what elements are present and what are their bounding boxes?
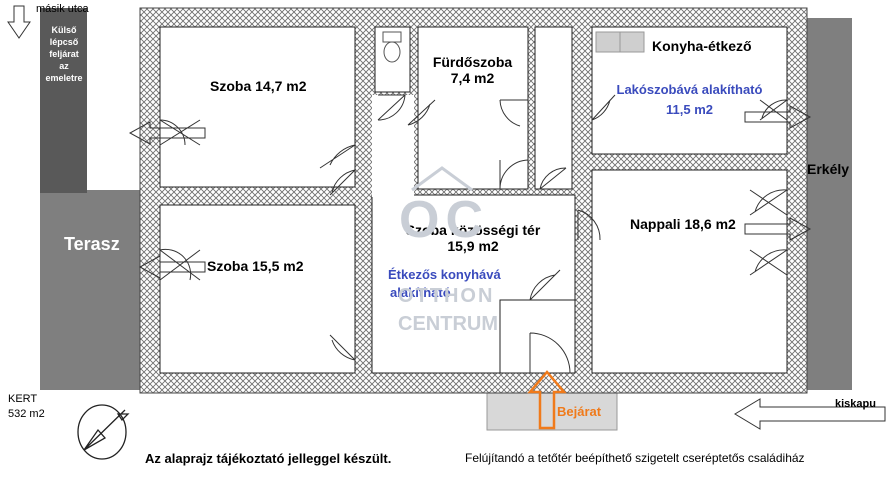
- room-szoba-2: [159, 204, 356, 374]
- watermark-line1: OTTHON: [398, 285, 495, 307]
- watermark-logo-text: OC: [399, 191, 489, 249]
- door-wc: [377, 94, 407, 121]
- window-szoba-2: [159, 248, 201, 281]
- watermark-line2: CENTRUM: [398, 313, 498, 335]
- entrance-label: Bejárat: [557, 404, 602, 419]
- room-label-kozossegi: Szoba közösségi tér 15,9 m2: [405, 222, 541, 254]
- external-stair: [40, 8, 87, 193]
- entrance-arrow-icon: [527, 370, 567, 430]
- door-entrance: [529, 332, 571, 374]
- balcony-area: [807, 18, 852, 390]
- room-kamra: [534, 26, 573, 190]
- room-note-kozossegi: Étkezős konyhává alakítható: [388, 267, 501, 300]
- window-nappali-1: [749, 189, 788, 216]
- door-kozossegi-2: [407, 99, 436, 126]
- gate-arrow-icon: [734, 398, 886, 430]
- door-kozossegi-1: [329, 169, 356, 196]
- door-konyha: [591, 94, 616, 121]
- door-furdo-2: [499, 99, 528, 127]
- room-szelfogo: [499, 299, 576, 374]
- window-szoba-1: [159, 119, 201, 146]
- arrow-window-szoba-1: [128, 121, 206, 145]
- terrace-area: [40, 190, 140, 390]
- room-nappali: [591, 169, 788, 374]
- terrace-label: Terasz: [64, 234, 120, 254]
- watermark-logo-icon: [411, 166, 473, 192]
- window-nappali-2: [749, 249, 788, 276]
- description-text: Felújítandó a tetőtér beépíthető szigete…: [465, 451, 805, 465]
- door-szelfogo: [529, 269, 561, 301]
- room-label-nappali: Nappali 18,6 m2: [630, 216, 736, 232]
- room-szoba-1: [159, 26, 356, 188]
- arrow-window-szoba-2: [138, 255, 206, 279]
- balcony-label: Erkély: [807, 161, 850, 177]
- street-arrow-icon: [7, 5, 31, 39]
- garden-label: KERT 532 m2: [8, 393, 45, 420]
- room-label-konyha: Konyha-étkező: [652, 38, 752, 54]
- arrow-window-nappali: [744, 217, 812, 241]
- toilet-icon: [382, 31, 402, 63]
- entrance-step: [486, 392, 618, 431]
- room-note-konyha: Lakószobává alakítható 11,5 m2: [616, 82, 763, 117]
- door-nappali: [577, 209, 601, 241]
- room-label-szoba-2: Szoba 15,5 m2: [207, 258, 304, 274]
- street-label: másik utca: [36, 3, 89, 15]
- kitchen-counter-icon: [595, 31, 645, 53]
- window-konyha: [759, 99, 788, 121]
- door-furdo: [499, 159, 529, 190]
- door-kamra: [539, 167, 567, 190]
- room-label-furdo: Fürdőszoba 7,4 m2: [432, 54, 513, 86]
- room-furdo: [417, 26, 529, 190]
- external-stair-label: Külső lépcső feljárat az emeletre: [45, 25, 83, 83]
- door-szoba-2: [329, 334, 356, 361]
- room-label-szoba-1: Szoba 14,7 m2: [210, 78, 307, 94]
- arrow-window-konyha: [744, 105, 812, 129]
- door-szoba-1: [319, 144, 356, 169]
- disclaimer-text: Az alaprajz tájékoztató jelleggel készül…: [145, 451, 392, 466]
- compass-icon: [77, 404, 130, 460]
- gate-label: kiskapu: [835, 398, 876, 410]
